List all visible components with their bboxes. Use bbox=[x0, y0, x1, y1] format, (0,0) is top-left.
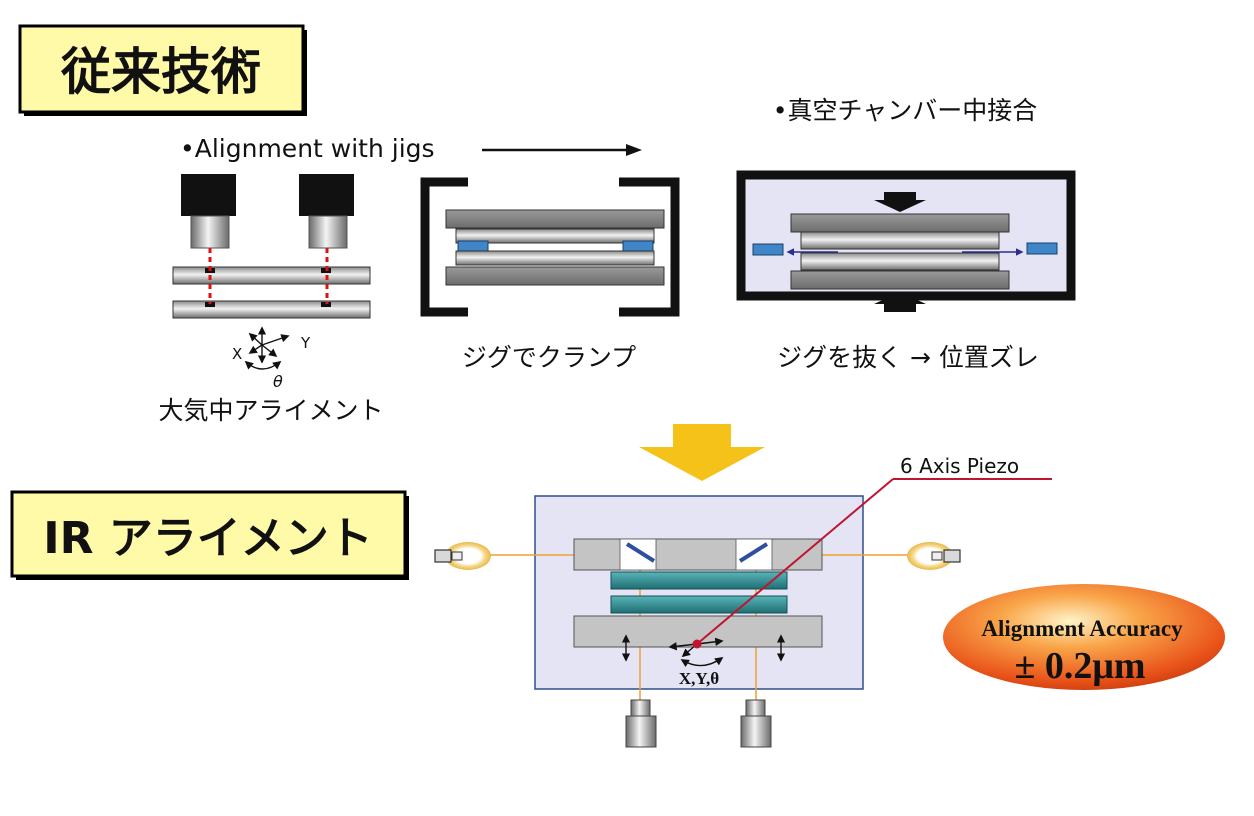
accuracy-label: Alignment Accuracy bbox=[981, 616, 1183, 641]
ir-source-left bbox=[434, 542, 491, 570]
long-arrow bbox=[482, 144, 642, 156]
step3-caption: ジグを抜く → 位置ズレ bbox=[777, 343, 1039, 372]
accuracy-badge: Alignment Accuracy ± 0.2μm bbox=[943, 584, 1225, 690]
camera-left bbox=[181, 174, 236, 249]
axes-symbol bbox=[244, 326, 290, 370]
axis-y-label: Y bbox=[300, 334, 311, 352]
axis-theta-label: θ bbox=[273, 372, 283, 391]
laser-lines bbox=[208, 248, 329, 304]
xy-theta-label: X,Y,θ bbox=[679, 669, 719, 688]
ir-source-right bbox=[907, 542, 961, 570]
ir-wafer-bottom bbox=[610, 595, 788, 614]
axis-x-label: X bbox=[232, 345, 242, 363]
step1-label: •Alignment with jigs bbox=[180, 134, 435, 163]
ir-camera-left bbox=[625, 699, 657, 748]
wafer-bottom-step1 bbox=[172, 300, 371, 319]
step1-caption: 大気中アライメント bbox=[158, 396, 383, 425]
ir-chamber bbox=[534, 495, 864, 690]
accuracy-value: ± 0.2μm bbox=[1014, 645, 1145, 687]
ir-title-box: IR アライメント bbox=[10, 490, 409, 580]
camera-right bbox=[299, 174, 354, 249]
wafer-top-step1 bbox=[172, 266, 371, 285]
ir-camera-right bbox=[740, 699, 772, 748]
piezo-label: 6 Axis Piezo bbox=[900, 454, 1019, 478]
conventional-title-box: 従来技術 bbox=[18, 24, 307, 116]
ir-wafer-top bbox=[610, 571, 788, 590]
vacuum-chamber bbox=[736, 170, 1076, 312]
upper-stage bbox=[573, 538, 823, 571]
step3-label: •真空チャンバー中接合 bbox=[773, 96, 1038, 125]
down-arrow-yellow bbox=[639, 424, 765, 481]
step2-caption: ジグでクランプ bbox=[462, 343, 636, 372]
ir-title: IR アライメント bbox=[43, 513, 373, 564]
stage-motion-arrows bbox=[621, 634, 786, 668]
conventional-title: 従来技術 bbox=[60, 43, 261, 101]
jig-clamp bbox=[420, 177, 680, 317]
piezo-callout bbox=[696, 478, 1052, 645]
